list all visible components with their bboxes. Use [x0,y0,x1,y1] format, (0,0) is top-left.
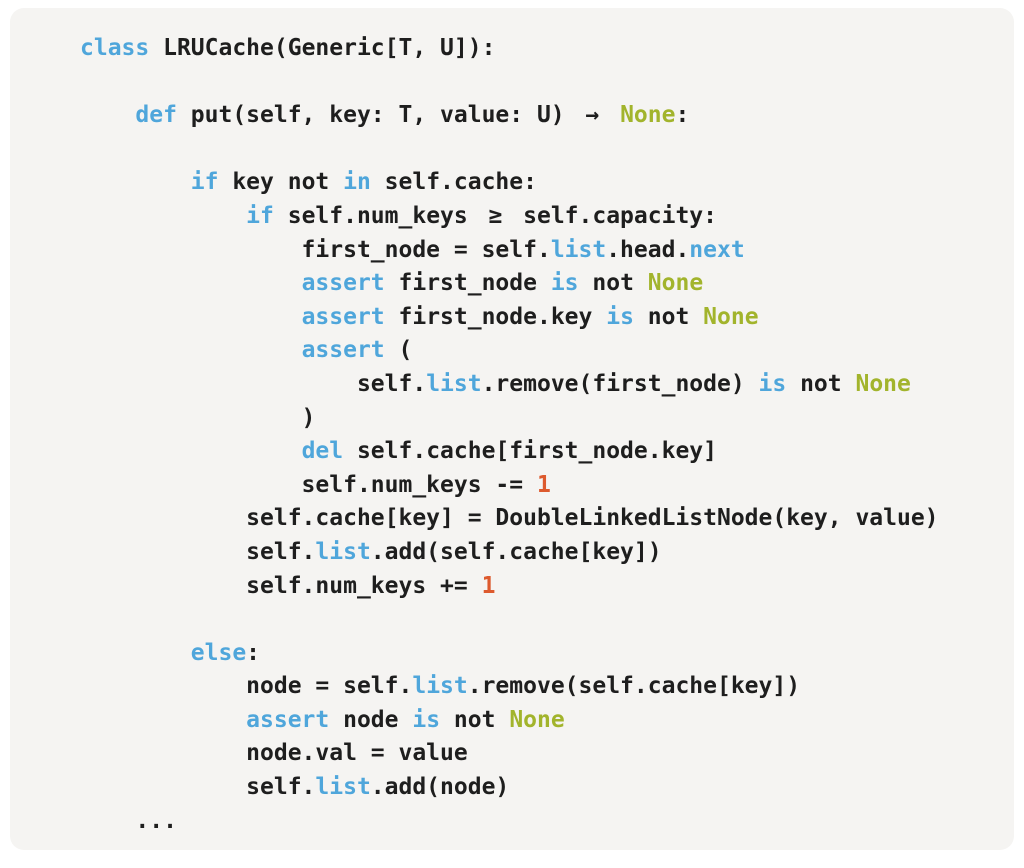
code-line: node.val = value [80,737,939,771]
code-line: self.num_keys -= 1 [80,469,939,503]
code-line: node = self.list.remove(self.cache[key]) [80,670,939,704]
constant-token: None [509,706,565,733]
plain-token: put(self, key: T, value: U) [176,102,579,129]
keyword-token: list [315,774,371,801]
plain-token: first_node [384,270,551,297]
plain-token: .add(node) [370,774,510,801]
plain-token: ( [384,337,413,364]
keyword-token: assert [301,337,385,364]
keyword-token: else [190,639,247,666]
code-card: class LRUCache(Generic[T, U]): def put(s… [10,8,1014,850]
plain-token: first_node = self. [80,236,551,263]
code-line: self.num_keys += 1 [80,570,939,604]
code-line: class LRUCache(Generic[T, U]): [80,32,939,66]
keyword-token: assert [246,706,330,733]
plain-token: self.cache: [370,169,537,196]
plain-token: self.cache[key] = DoubleLinkedListNode(k… [80,505,939,532]
keyword-token: if [246,202,274,229]
code-line: ) [80,402,939,436]
plain-token: .remove(self.cache[key]) [467,673,801,700]
plain-token: not [786,370,856,397]
plain-token [80,438,302,464]
keyword-token: list [315,538,371,565]
plain-token [80,169,191,195]
plain-token: self.num_keys += [80,572,482,599]
code-line: self.list.add(self.cache[key]) [80,536,939,570]
keyword-token: class [80,35,150,61]
number-token: 1 [481,572,496,599]
plain-token: ... [80,807,177,834]
plain-token [80,270,302,296]
keyword-token: in [343,169,371,196]
code-line: del self.cache[first_node.key] [80,435,939,469]
constant-token: None [647,270,704,297]
plain-token [80,304,302,330]
plain-token: node = self. [80,673,413,700]
code-line: else: [80,637,939,671]
plain-token: .add(self.cache[key]) [370,538,662,565]
code-line: self.cache[key] = DoubleLinkedListNode(k… [80,502,939,536]
plain-token: self. [80,774,316,801]
plain-token: ) [80,404,316,431]
keyword-token: del [301,438,344,465]
plain-token [80,102,135,128]
code-line: def put(self, key: T, value: U) → None: [80,99,939,133]
code-line: self.list.remove(first_node) is not None [80,368,939,402]
code-line [80,133,939,167]
code-line: assert ( [80,334,939,368]
plain-token: self.num_keys -= [80,471,537,498]
code-line [80,603,939,637]
plain-token [80,203,246,229]
constant-token: None [620,102,676,129]
constant-token: None [855,370,911,397]
keyword-token: def [135,102,177,129]
plain-token: LRUCache(Generic[T, U]): [149,35,496,61]
plain-token: self. [80,538,316,565]
code-line: self.list.add(node) [80,771,939,805]
code-line: first_node = self.list.head.next [80,234,939,268]
keyword-token: list [550,236,607,263]
code-line: assert node is not None [80,704,939,738]
plain-token: : [675,102,690,129]
plain-token [606,102,620,128]
plain-token: self. [80,370,427,397]
code-line: assert first_node is not None [80,267,939,301]
ligature-token: → [585,102,600,129]
plain-token: .head. [606,236,690,263]
plain-token [80,337,302,363]
keyword-token: next [689,236,745,263]
number-token: 1 [536,471,551,498]
keyword-token: is [758,370,787,397]
keyword-token: list [412,673,468,700]
code-line: assert first_node.key is not None [80,301,939,335]
plain-token: self.num_keys [273,202,482,229]
code-line: if self.num_keys ≥ self.capacity: [80,200,939,234]
plain-token [80,707,246,733]
keyword-token: is [412,706,441,733]
plain-token: self.cache[first_node.key] [343,438,717,465]
plain-token: not [440,706,510,733]
plain-token: node [329,706,413,733]
code-line [80,66,939,100]
plain-token: node.val = value [80,740,468,767]
keyword-token: is [606,303,634,330]
plain-token: : [246,639,261,666]
code-block: class LRUCache(Generic[T, U]): def put(s… [80,32,939,838]
ligature-token: ≥ [488,202,503,229]
plain-token: key not [218,169,344,196]
plain-token [80,640,191,666]
plain-token: .remove(first_node) [481,370,759,397]
plain-token: not [578,270,648,297]
keyword-token: assert [301,303,385,330]
plain-token: self.capacity: [509,202,717,229]
constant-token: None [703,303,759,330]
keyword-token: assert [301,270,385,297]
code-line: ... [80,805,939,839]
keyword-token: is [550,270,579,297]
keyword-token: list [426,370,482,397]
keyword-token: if [190,169,219,196]
code-line: if key not in self.cache: [80,166,939,200]
plain-token: first_node.key [384,303,607,330]
plain-token: not [633,303,704,330]
